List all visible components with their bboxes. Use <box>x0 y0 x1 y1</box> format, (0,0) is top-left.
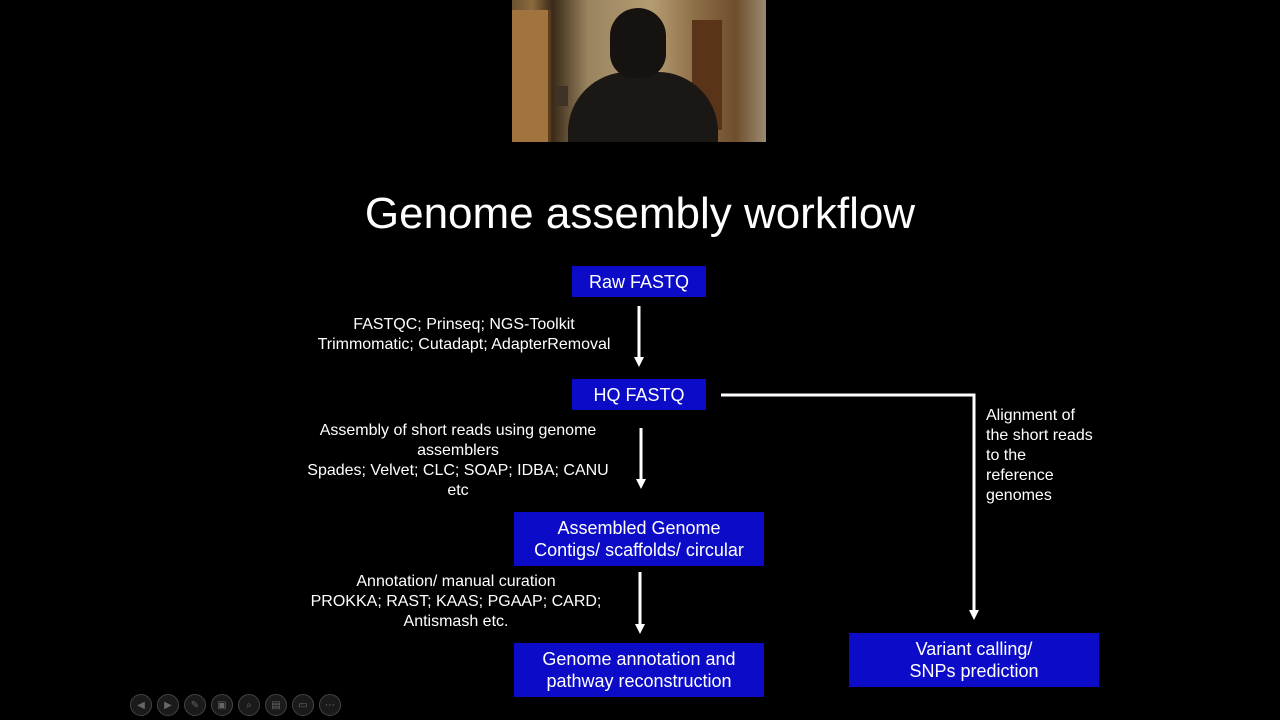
edge-label-annotation: Annotation/ manual curation PROKKA; RAST… <box>310 573 602 630</box>
node-raw-fastq: Raw FASTQ <box>572 266 706 297</box>
pen-icon[interactable]: ✎ <box>184 694 206 716</box>
webcam-presenter-head <box>610 8 666 78</box>
node-raw-fastq-label: Raw FASTQ <box>588 271 690 292</box>
edge-label-alignment: Alignment of the short reads to the refe… <box>986 407 1093 504</box>
node-genome-annotation: Genome annotation and pathway reconstruc… <box>514 643 764 697</box>
node-variant-calling-label: Variant calling/ SNPs prediction <box>909 639 1039 681</box>
webcam-door <box>512 10 551 142</box>
camera-icon[interactable]: ▭ <box>292 694 314 716</box>
more-icon[interactable]: ⋯ <box>319 694 341 716</box>
webcam-switch <box>556 86 568 106</box>
arrow-hq-to-variant <box>721 393 979 620</box>
node-assembled-genome-label: Assembled Genome Contigs/ scaffolds/ cir… <box>534 518 744 560</box>
node-hq-fastq: HQ FASTQ <box>572 379 706 410</box>
node-genome-annotation-label: Genome annotation and pathway reconstruc… <box>542 649 736 691</box>
prev-icon[interactable]: ◀ <box>130 694 152 716</box>
edge-label-qc: FASTQC; Prinseq; NGS-Toolkit Trimmomatic… <box>317 316 611 353</box>
node-variant-calling: Variant calling/ SNPs prediction <box>849 633 1099 687</box>
edge-label-assembly: Assembly of short reads using genome ass… <box>307 422 609 499</box>
webcam-feed <box>512 0 766 142</box>
node-hq-fastq-label: HQ FASTQ <box>593 384 685 405</box>
presentation-toolbar: ◀ ▶ ✎ ▣ ⌕ ▤ ▭ ⋯ <box>130 694 341 718</box>
subtitles-icon[interactable]: ▤ <box>265 694 287 716</box>
node-assembled-genome: Assembled Genome Contigs/ scaffolds/ cir… <box>514 512 764 566</box>
zoom-icon[interactable]: ⌕ <box>238 694 260 716</box>
next-icon[interactable]: ▶ <box>157 694 179 716</box>
webcam-presenter-body <box>568 72 718 142</box>
slide-title: Genome assembly workflow <box>364 189 916 238</box>
slides-icon[interactable]: ▣ <box>211 694 233 716</box>
